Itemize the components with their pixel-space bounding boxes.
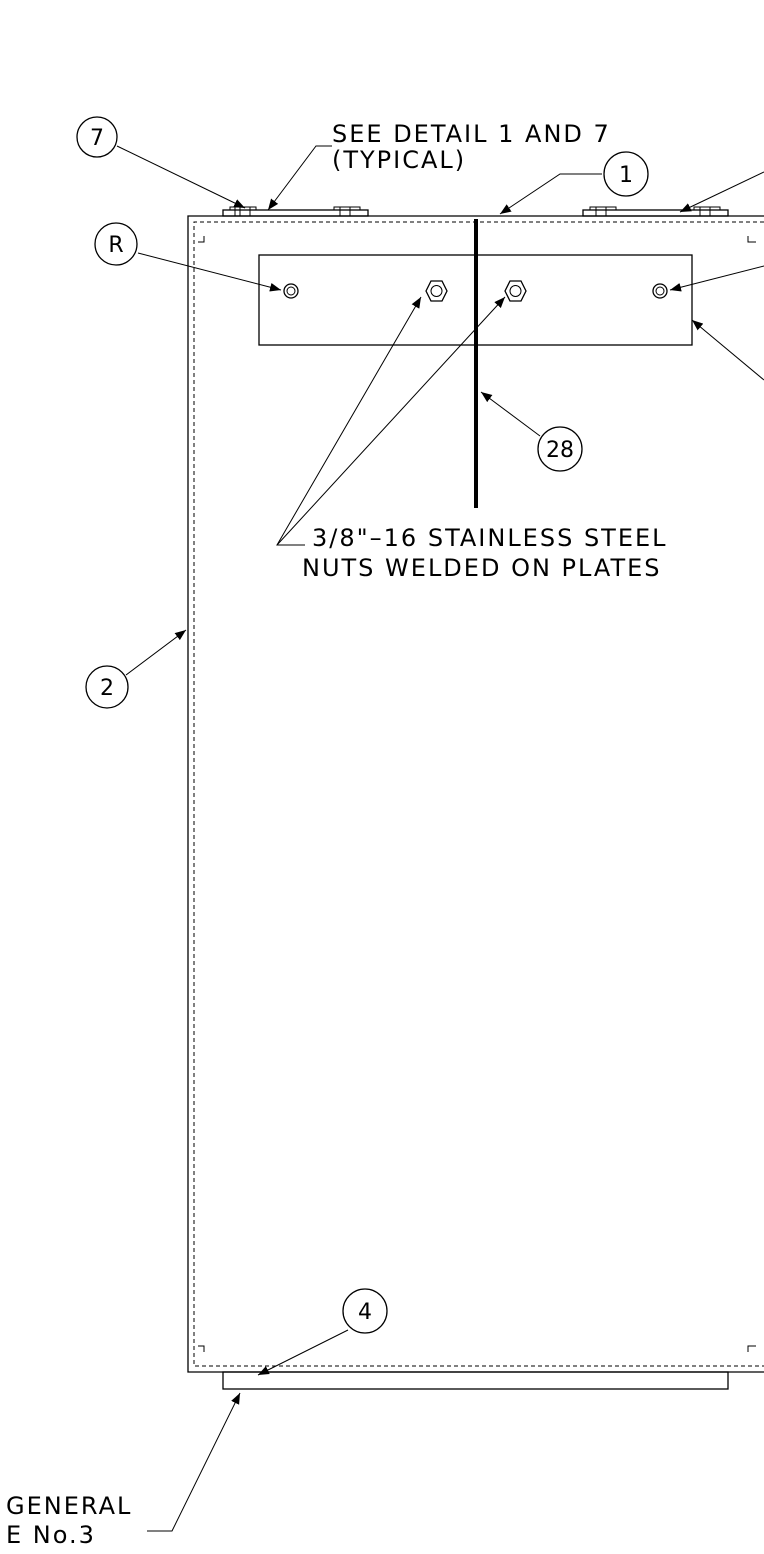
svg-text:R: R — [108, 233, 123, 258]
see-detail-note-line1: SEE DETAIL 1 AND 7 — [332, 120, 611, 148]
callout-4: 4 — [342, 1288, 388, 1334]
leader-lines — [116, 145, 764, 1532]
callout-1: 1 — [603, 151, 649, 197]
nuts-note-line1: 3/8"–16 STAINLESS STEEL — [312, 524, 668, 552]
svg-text:1: 1 — [619, 163, 633, 188]
callout-2: 2 — [85, 665, 129, 709]
hex-nut-right — [504, 280, 527, 302]
mounting-hole-left — [283, 283, 299, 299]
bottom-base-strip — [222, 1371, 729, 1390]
general-note-line2: E No.3 — [6, 1521, 96, 1549]
callout-28: 28 — [537, 426, 583, 472]
center-divider-bar — [474, 219, 478, 508]
callout-r: R — [94, 222, 138, 266]
svg-text:28: 28 — [546, 438, 574, 463]
hex-nut-left — [425, 280, 448, 302]
svg-text:4: 4 — [358, 1300, 372, 1325]
callout-7: 7 — [76, 116, 118, 158]
mounting-hole-right — [652, 283, 668, 299]
svg-text:2: 2 — [100, 676, 114, 701]
see-detail-note-line2: (TYPICAL) — [332, 146, 466, 174]
nuts-note-line2: NUTS WELDED ON PLATES — [302, 554, 662, 582]
top-bracket-right — [582, 206, 729, 217]
svg-text:7: 7 — [90, 126, 104, 151]
general-note-line1: GENERAL — [6, 1492, 132, 1520]
top-bracket-left — [222, 206, 369, 217]
